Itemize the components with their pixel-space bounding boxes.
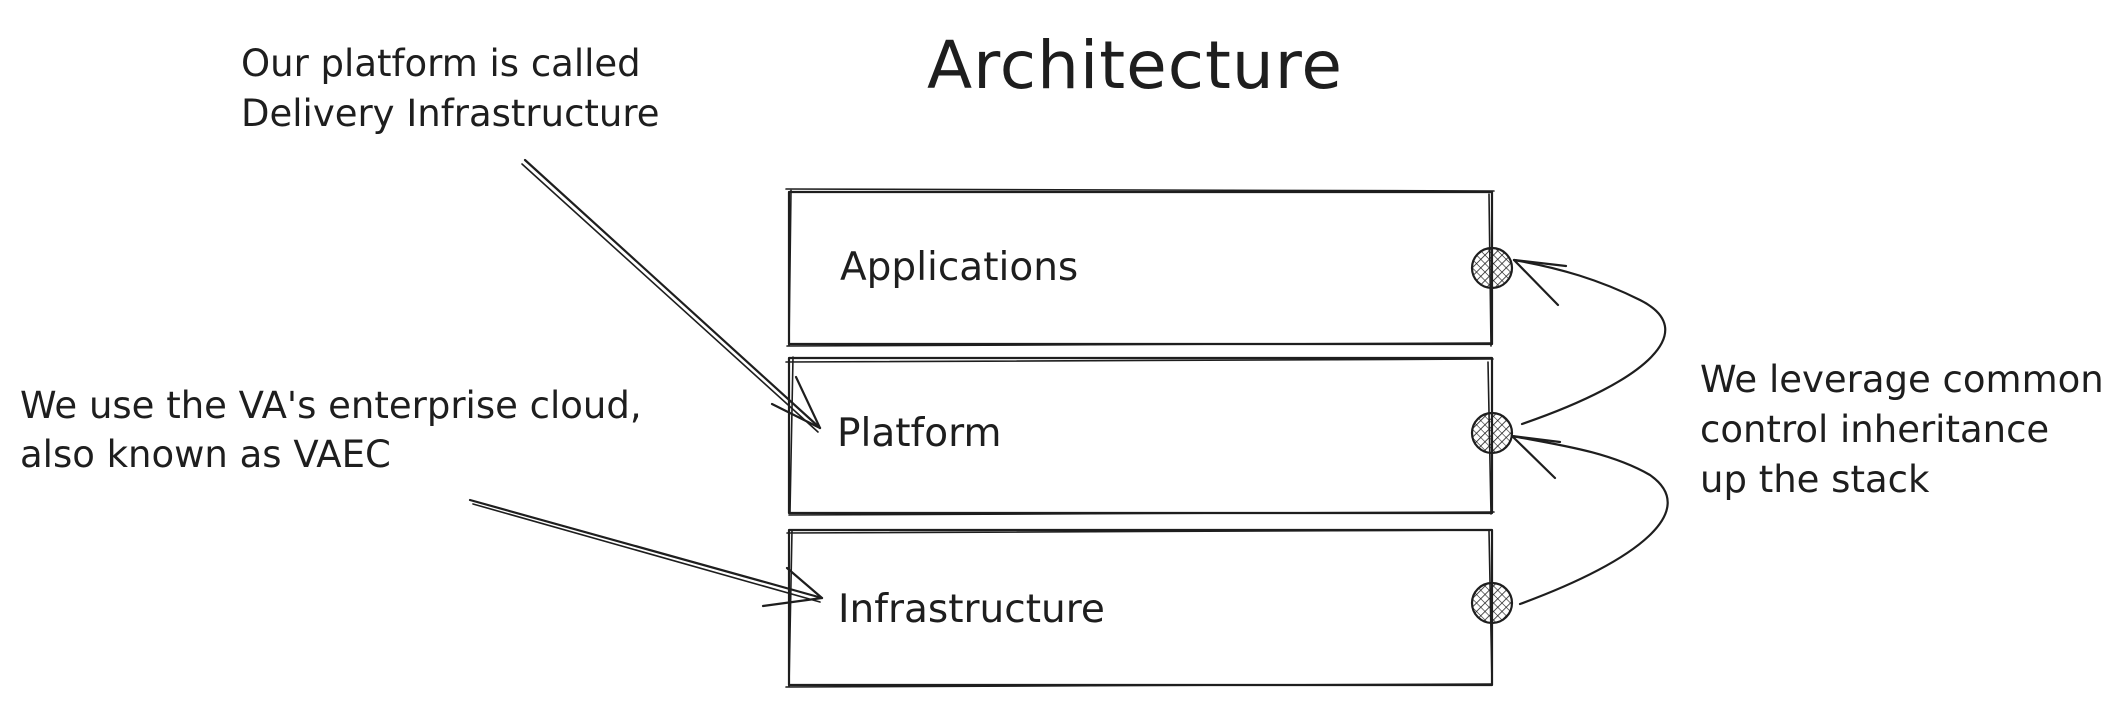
layer-label-platform: Platform (837, 411, 1001, 456)
platform-note-line-2: Delivery Infrastructure (241, 92, 660, 135)
cloud-note-line-1: We use the VA's enterprise cloud, (20, 384, 642, 427)
layer-platform: Platform (785, 356, 1495, 516)
layer-infrastructure: Infrastructure (785, 528, 1494, 688)
cloud-note-line-2: also known as VAEC (20, 433, 391, 476)
arrow-platform-note (521, 158, 822, 433)
platform-note-line-1: Our platform is called (241, 42, 641, 85)
arrow-inheritance-platform-to-apps (1512, 258, 1667, 426)
layer-applications: Applications (785, 188, 1495, 347)
control-dot-infrastructure (1470, 581, 1514, 625)
layer-label-applications: Applications (840, 245, 1078, 290)
inheritance-note-line-1: We leverage common (1700, 358, 2104, 401)
inheritance-note-line-2: control inheritance (1700, 408, 2049, 451)
diagram-title: Architecture (927, 27, 1343, 104)
arrow-inheritance-infra-to-platform (1510, 434, 1669, 606)
control-dot-platform (1470, 411, 1514, 455)
arrow-cloud-note (468, 498, 824, 608)
layer-label-infrastructure: Infrastructure (838, 587, 1105, 632)
inheritance-note-line-3: up the stack (1700, 458, 1930, 501)
control-dot-applications (1470, 246, 1514, 290)
